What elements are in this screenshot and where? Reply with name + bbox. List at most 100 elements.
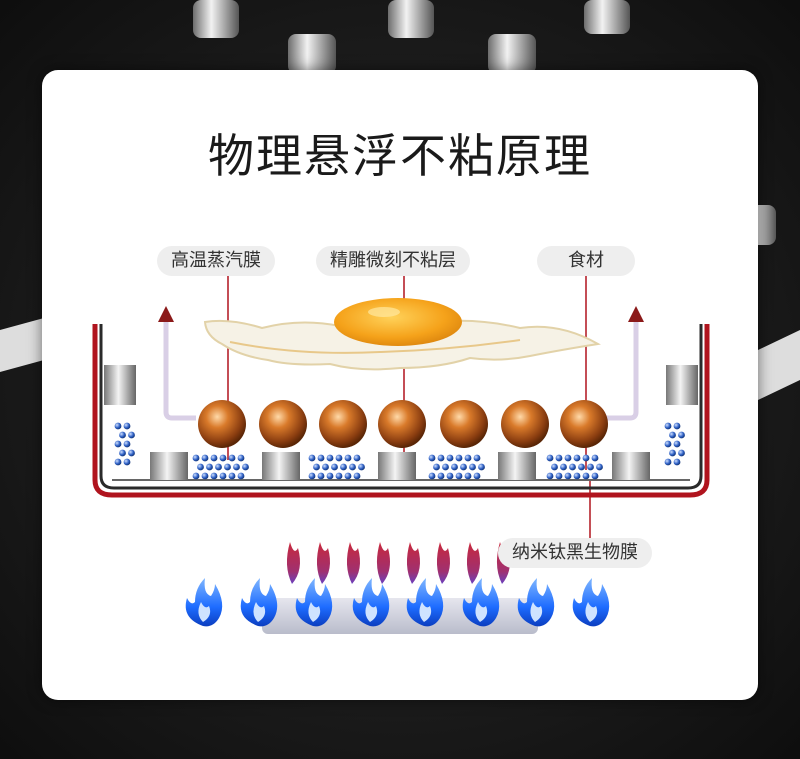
label-steam-film: 高温蒸汽膜	[157, 246, 275, 276]
vapor-dot	[308, 454, 316, 462]
flame-icon	[466, 542, 480, 584]
vapor-dot	[344, 472, 352, 480]
flame-icon	[240, 578, 278, 627]
vapor-dot	[446, 472, 454, 480]
vapor-dot	[197, 463, 204, 471]
spheres-group	[198, 400, 608, 448]
label-nonstick-layer: 精雕微刻不粘层	[316, 246, 470, 276]
vapor-dot	[322, 463, 329, 471]
vapor-dot	[478, 463, 485, 471]
vapor-dot	[119, 431, 126, 439]
label-food: 食材	[537, 246, 635, 276]
vapor-dot	[331, 463, 338, 471]
vapor-dot	[573, 454, 581, 462]
vapor-dot	[437, 472, 445, 480]
vapor-dot	[564, 454, 572, 462]
vapor-dot	[206, 463, 213, 471]
flame-icon	[406, 542, 420, 584]
vapor-dot	[669, 431, 676, 439]
vapor-dot	[428, 454, 436, 462]
up-arrow-icon	[158, 306, 196, 421]
vapor-dot	[201, 454, 209, 462]
up-arrow-icon	[606, 306, 644, 421]
vapor-dot	[473, 472, 481, 480]
flame-icon	[295, 578, 333, 627]
vapor-dot	[119, 449, 126, 457]
vapor-dot	[473, 454, 481, 462]
sphere	[259, 400, 307, 448]
vapor-dot	[560, 463, 567, 471]
vapor-dot	[437, 454, 445, 462]
vapor-dot	[669, 449, 676, 457]
vapor-dot	[335, 472, 343, 480]
vapor-dot	[192, 472, 200, 480]
vapor-dot	[673, 440, 681, 448]
vapor-dot	[308, 472, 316, 480]
vapor-dot	[114, 458, 122, 466]
vapor-dot	[335, 454, 343, 462]
vapor-dot	[344, 454, 352, 462]
info-card	[42, 70, 758, 700]
vapor-dot	[469, 463, 476, 471]
side-block-left	[104, 365, 136, 405]
vapor-dot	[128, 431, 135, 439]
vapor-dot	[664, 422, 672, 430]
vapor-dot	[555, 454, 563, 462]
vapor-dot	[551, 463, 558, 471]
flame-icon	[286, 542, 300, 584]
vapor-dot	[228, 454, 236, 462]
vapor-dot	[587, 463, 594, 471]
micro-pillar	[612, 452, 650, 480]
sphere	[560, 400, 608, 448]
sphere	[198, 400, 246, 448]
vapor-dot	[455, 454, 463, 462]
vapor-dot	[237, 454, 245, 462]
pan-handle-right	[758, 330, 800, 400]
side-block-right	[666, 365, 698, 405]
vapor-dot	[596, 463, 603, 471]
vapor-dot	[242, 463, 249, 471]
flame-icon	[436, 542, 450, 584]
label-titanium-film: 纳米钛黑生物膜	[498, 538, 652, 568]
vapor-dot	[215, 463, 222, 471]
vapor-dot	[114, 422, 122, 430]
vapor-dot	[326, 472, 334, 480]
vapor-dot	[442, 463, 449, 471]
vapor-dot	[582, 472, 590, 480]
vapor-dot	[564, 472, 572, 480]
flame-icon	[376, 542, 390, 584]
sphere	[319, 400, 367, 448]
vapor-dot	[228, 472, 236, 480]
vapor-dot	[569, 463, 576, 471]
vapor-dot	[340, 463, 347, 471]
vapor-dot	[678, 431, 685, 439]
vapor-dot	[582, 454, 590, 462]
vapor-dot	[326, 454, 334, 462]
vapor-dot	[446, 454, 454, 462]
flame-icon	[185, 578, 223, 627]
vapor-dot	[210, 472, 218, 480]
flame-icon	[406, 578, 444, 627]
vapor-dot	[433, 463, 440, 471]
flame-icon	[352, 578, 390, 627]
sphere	[440, 400, 488, 448]
vapor-dot	[546, 454, 554, 462]
vapor-dot	[673, 422, 681, 430]
vapor-dot	[353, 454, 361, 462]
red-flames	[286, 542, 510, 584]
vapor-dot	[353, 472, 361, 480]
vapor-dot	[664, 440, 672, 448]
vapor-dot	[578, 463, 585, 471]
vapor-dot	[210, 454, 218, 462]
vapor-dot	[317, 454, 325, 462]
vapor-dot	[128, 449, 135, 457]
vapor-dot	[673, 458, 681, 466]
micro-pillar	[150, 452, 188, 480]
flame-icon	[517, 578, 555, 627]
vapor-dot	[123, 422, 131, 430]
vapor-dot	[546, 472, 554, 480]
vapor-dot	[455, 472, 463, 480]
vapor-dot	[349, 463, 356, 471]
vapor-dot	[358, 463, 365, 471]
vapor-dot	[192, 454, 200, 462]
